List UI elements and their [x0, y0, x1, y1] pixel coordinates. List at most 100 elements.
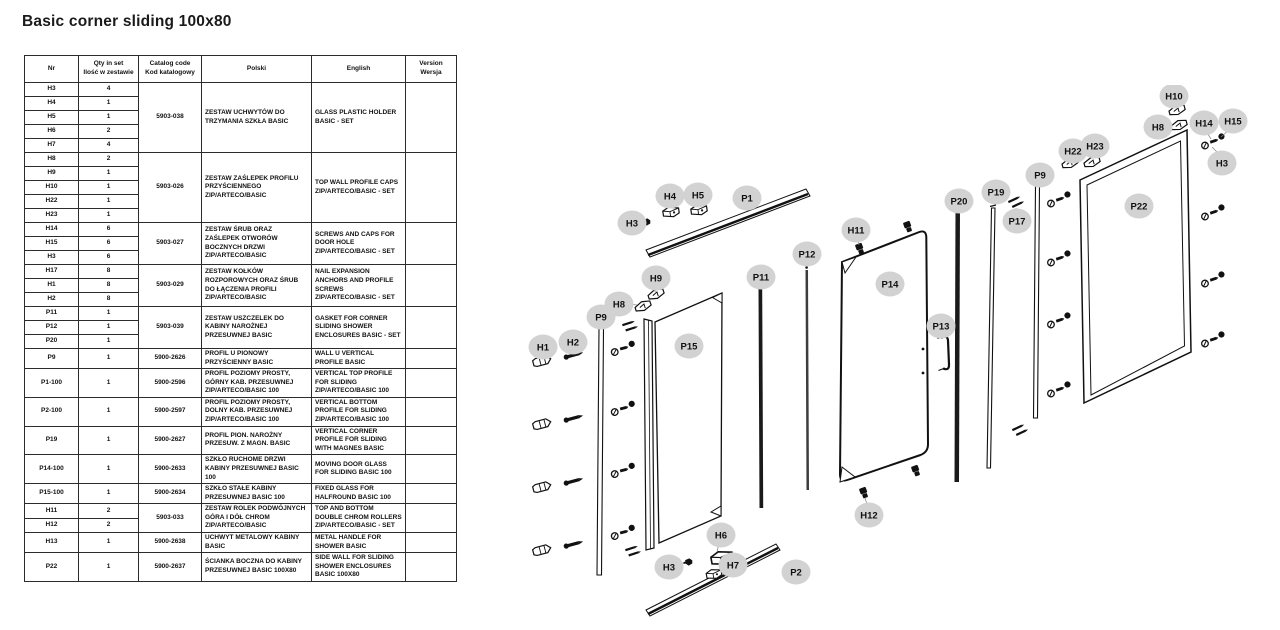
table-cell-nr: H1 [24, 278, 79, 293]
col-header-catalog: Catalog code Kod katalogowy [138, 55, 202, 83]
svg-text:H8: H8 [613, 299, 625, 310]
callout-H2: H2 [558, 329, 588, 355]
table-cell-en: FIXED GLASS FOR HALFROUND BASIC 100 [311, 483, 406, 505]
table-cell-qty: 2 [78, 503, 139, 519]
parts-table: Nr Qty in set Ilość w zestawie Catalog c… [24, 55, 457, 582]
table-cell-nr: H22 [24, 194, 79, 209]
table-cell-en: NAIL EXPANSION ANCHORS AND PROFILE SCREW… [311, 264, 406, 307]
table-cell-qty: 1 [78, 347, 139, 370]
table-cell-qty: 8 [78, 278, 139, 293]
table-cell-pl: ZESTAW ROLEK PODWÓJNYCH GÓRA I DÓŁ CHROM… [201, 503, 312, 533]
table-cell-cat: 5903-029 [138, 264, 202, 307]
table-cell-nr: H5 [24, 110, 79, 125]
wall-profile-p9-left [596, 327, 605, 576]
callout-H7: H7 [718, 552, 748, 578]
handle-p13 [937, 335, 951, 372]
table-cell-ver [405, 368, 457, 398]
gasket-p11 [756, 285, 764, 508]
table-cell-qty: 6 [78, 236, 139, 251]
svg-text:H5: H5 [692, 190, 705, 201]
table-header-row: Nr Qty in set Ilość w zestawie Catalog c… [24, 55, 457, 83]
table-cell-qty: 1 [78, 552, 139, 582]
table-cell-cat: 5903-039 [138, 306, 202, 349]
table-cell-nr: H3 [24, 250, 79, 265]
table-cell-ver [405, 425, 457, 456]
callout-H5: H5 [683, 182, 713, 208]
callout-H11: H11 [841, 217, 871, 243]
col-header-version: Version Wersja [405, 55, 457, 83]
table-cell-nr: H12 [24, 517, 79, 533]
callout-H22: H22 [1058, 138, 1088, 164]
svg-text:H1: H1 [537, 342, 550, 353]
side-wall-p22 [1079, 128, 1192, 405]
svg-text:H15: H15 [1224, 116, 1242, 127]
callout-P13: P13 [926, 313, 956, 339]
callout-H3: H3 [617, 210, 647, 236]
col-header-qty: Qty in set Ilość w zestawie [78, 55, 139, 83]
table-cell-qty: 2 [78, 124, 139, 139]
table-cell-nr: P19 [24, 425, 79, 456]
table-cell-qty: 1 [78, 320, 139, 335]
table-cell-ver [405, 222, 457, 265]
table-cell-nr: H6 [24, 124, 79, 139]
gasket-p20 [954, 210, 960, 482]
table-cell-pl: PROFIL PION. NAROŻNY PRZESUW. Z MAGN. BA… [201, 425, 312, 456]
table-cell-qty: 1 [78, 334, 139, 349]
svg-text:P22: P22 [1131, 201, 1148, 212]
table-cell-qty: 1 [78, 531, 139, 554]
table-cell-en: GASKET FOR CORNER SLIDING SHOWER ENCLOSU… [311, 306, 406, 349]
svg-text:P12: P12 [799, 249, 816, 260]
table-cell-en: SIDE WALL FOR SLIDING SHOWER ENCLOSURES … [311, 552, 406, 582]
callout-H4: H4 [655, 183, 685, 209]
table-cell-qty: 1 [78, 208, 139, 223]
table-cell-en: METAL HANDLE FOR SHOWER BASIC [311, 531, 406, 554]
col-header-polski: Polski [201, 55, 312, 83]
table-cell-qty: 1 [78, 96, 139, 111]
table-cell-ver [405, 264, 457, 307]
svg-text:H4: H4 [664, 191, 677, 202]
callout-H3: H3 [654, 554, 684, 580]
table-cell-pl: ZESTAW ZAŚLEPEK PROFILU PRZYŚCIENNEGO ZI… [201, 152, 312, 223]
table-cell-en: MOVING DOOR GLASS FOR SLIDING BASIC 100 [311, 454, 406, 485]
table-cell-cat: 5900-2596 [138, 368, 202, 398]
table-cell-ver [405, 396, 457, 427]
svg-text:H3: H3 [1216, 158, 1228, 169]
callout-H23: H23 [1080, 133, 1110, 159]
table-cell-ver [405, 347, 457, 370]
page-title: Basic corner sliding 100x80 [22, 13, 232, 30]
callout-H1: H1 [528, 334, 558, 360]
table-cell-nr: H3 [24, 82, 79, 97]
table-cell-qty: 6 [78, 222, 139, 237]
svg-text:H23: H23 [1086, 141, 1103, 152]
svg-text:H11: H11 [848, 225, 866, 236]
table-cell-en: VERTICAL BOTTOM PROFILE FOR SLIDING ZIP/… [311, 396, 406, 427]
table-cell-cat: 5900-2627 [138, 425, 202, 456]
table-cell-ver [405, 503, 457, 533]
svg-text:H3: H3 [663, 562, 675, 573]
table-cell-nr: P9 [24, 347, 79, 370]
table-cell-cat: 5900-2633 [138, 454, 202, 485]
col-header-english: English [311, 55, 406, 83]
table-cell-pl: PROFIL U PIONOWY PRZYŚCIENNY BASIC [201, 347, 312, 370]
svg-text:H22: H22 [1064, 146, 1081, 157]
table-cell-nr: H7 [24, 138, 79, 153]
table-cell-pl: PROFIL POZIOMY PROSTY, GÓRNY KAB. PRZESU… [201, 368, 312, 398]
svg-text:H6: H6 [715, 530, 727, 541]
svg-text:H12: H12 [860, 510, 877, 521]
callout-P11: P11 [746, 264, 776, 290]
table-cell-qty: 1 [78, 483, 139, 505]
